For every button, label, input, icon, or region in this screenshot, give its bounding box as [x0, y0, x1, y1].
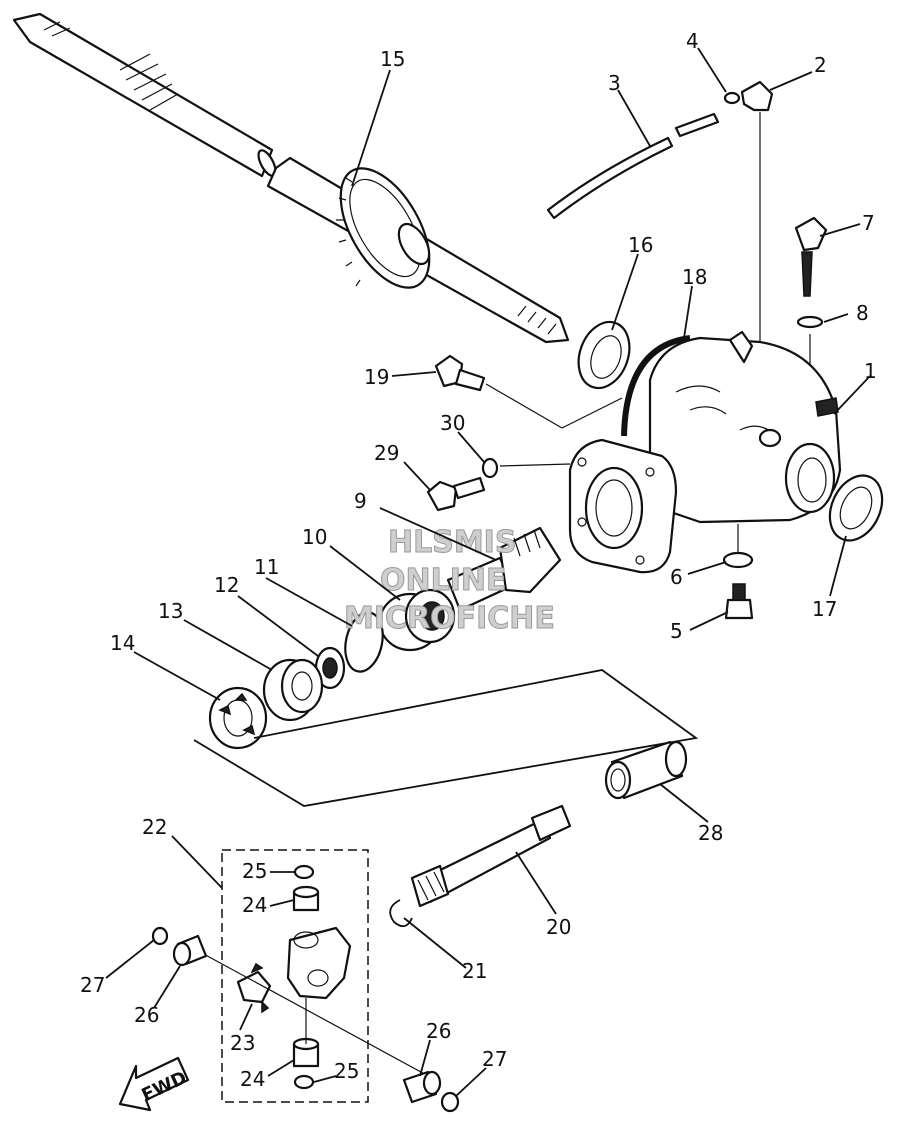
label-22: 22	[142, 815, 167, 839]
circlip-part-27-left	[151, 926, 169, 946]
label-23: 23	[230, 1031, 255, 1055]
shim-part-12	[314, 646, 346, 690]
label-27-right: 27	[482, 1047, 507, 1071]
circlip-part-25-upper	[293, 864, 315, 880]
washer-part-30	[481, 457, 499, 479]
label-27-left: 27	[80, 973, 105, 997]
leader-19-to-case	[485, 383, 563, 429]
label-7: 7	[862, 211, 875, 235]
label-6: 6	[670, 565, 683, 589]
bolt-part-29	[426, 476, 486, 512]
reference-line-14-28	[193, 669, 699, 807]
part-number-labels: 1 2 3 4 5 6 7 8 9 10 11 12 13 14 15 16 1…	[80, 29, 877, 1091]
universal-joint-kit-part-22	[221, 849, 369, 1103]
oil-filler-bolt-part-7	[794, 216, 828, 297]
forward-direction-arrow: FWD	[118, 1056, 190, 1112]
label-28: 28	[698, 821, 723, 845]
final-gear-case-part-1	[568, 330, 842, 574]
label-15: 15	[380, 47, 405, 71]
label-16: 16	[628, 233, 653, 257]
label-18: 18	[682, 265, 707, 289]
label-20: 20	[546, 915, 571, 939]
drain-plug-part-5	[724, 583, 754, 620]
watermark-line-2: ONLINE	[380, 563, 507, 598]
label-21: 21	[462, 959, 487, 983]
o-ring-part-8	[796, 315, 824, 329]
circlip-part-21	[389, 899, 413, 928]
bearing-part-10	[378, 588, 456, 652]
o-ring-part-11	[344, 611, 384, 673]
breather-hose-end-part-3	[674, 112, 720, 138]
label-2: 2	[814, 53, 827, 77]
label-9: 9	[354, 489, 367, 513]
breather-fitting-part-2	[740, 80, 774, 112]
label-4: 4	[686, 29, 699, 53]
bearing-cup-part-24-upper	[292, 885, 320, 912]
oil-seal-part-16	[577, 320, 631, 390]
breather-hose-part-3	[546, 136, 674, 220]
label-10: 10	[302, 525, 327, 549]
leader-lines	[105, 47, 871, 1097]
bearing-cup-part-26-right	[402, 1070, 442, 1104]
label-13: 13	[158, 599, 183, 623]
coupling-part-28	[604, 740, 688, 800]
watermark: HLSMIS ONLINE MICROFICHE	[344, 525, 556, 637]
label-12: 12	[214, 573, 239, 597]
clip-part-4	[723, 91, 741, 105]
label-19: 19	[364, 365, 389, 389]
bearing-cup-part-26-left	[172, 934, 208, 967]
yoke	[286, 926, 352, 1000]
label-14: 14	[110, 631, 135, 655]
label-25-upper: 25	[242, 859, 267, 883]
watermark-line-3: MICROFICHE	[344, 601, 555, 636]
bearing-retainer-part-14	[208, 686, 268, 750]
circlip-part-25-lower	[293, 1074, 315, 1090]
watermark-line-1: HLSMIS	[388, 525, 516, 560]
label-5: 5	[670, 619, 683, 643]
label-24-upper: 24	[242, 893, 267, 917]
label-25-lower: 25	[334, 1059, 359, 1083]
label-26-left: 26	[134, 1003, 159, 1027]
gasket-part-6	[722, 551, 754, 569]
label-30: 30	[440, 411, 465, 435]
leader-19-to-case-b	[561, 397, 623, 429]
label-11: 11	[254, 555, 279, 579]
drive-shaft-part-15	[12, 12, 570, 344]
circlip-part-27-right	[440, 1091, 460, 1113]
label-24-lower: 24	[240, 1067, 265, 1091]
bolt-part-19	[434, 354, 486, 392]
label-3: 3	[608, 71, 621, 95]
spider-part-23	[236, 962, 272, 1014]
oil-seal-part-17	[828, 474, 884, 542]
o-ring-part-18	[621, 335, 691, 437]
bearing-cup-part-24-lower	[292, 1037, 320, 1068]
label-8: 8	[856, 301, 869, 325]
label-26-right: 26	[426, 1019, 451, 1043]
drive-shaft-part-20	[410, 804, 572, 908]
label-17: 17	[812, 597, 837, 621]
bearing-part-13	[262, 658, 324, 722]
label-1: 1	[864, 359, 877, 383]
label-29: 29	[374, 441, 399, 465]
pinion-gear-part-9	[446, 526, 562, 612]
